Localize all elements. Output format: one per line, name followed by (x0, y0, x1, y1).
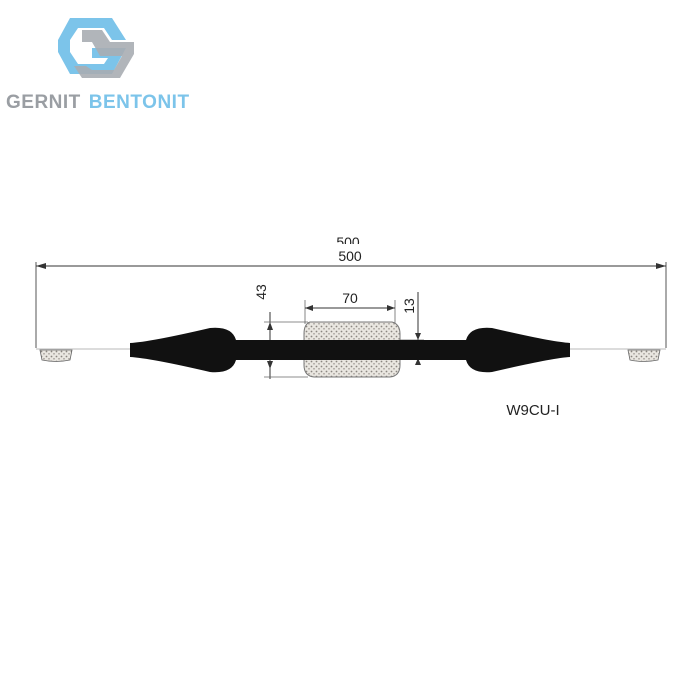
bulb-height-dimension: 43 (253, 284, 308, 379)
bulb-width-label: 70 (342, 290, 358, 306)
brand-name-part2: BENTONIT (88, 92, 190, 113)
bulb-width-dimension: 70 (304, 290, 396, 324)
brand-name-part1: GERNIT (6, 92, 81, 113)
model-code-label: W9CU-I (506, 402, 559, 419)
overall-width-dimension: 500 (35, 248, 667, 348)
overall-width-label: 500 (338, 248, 362, 264)
brand-mark-icon (58, 18, 134, 78)
right-end-pad (627, 349, 661, 362)
brand-wordmark: GERNIT BENTONIT (6, 92, 190, 114)
web-thickness-label: 13 (401, 298, 417, 314)
brand-logo: GERNIT BENTONIT (0, 0, 220, 130)
profile-body (130, 327, 570, 373)
ghost-mask (320, 244, 380, 254)
bulb-height-label: 43 (253, 284, 269, 300)
left-end-pad (39, 349, 73, 362)
